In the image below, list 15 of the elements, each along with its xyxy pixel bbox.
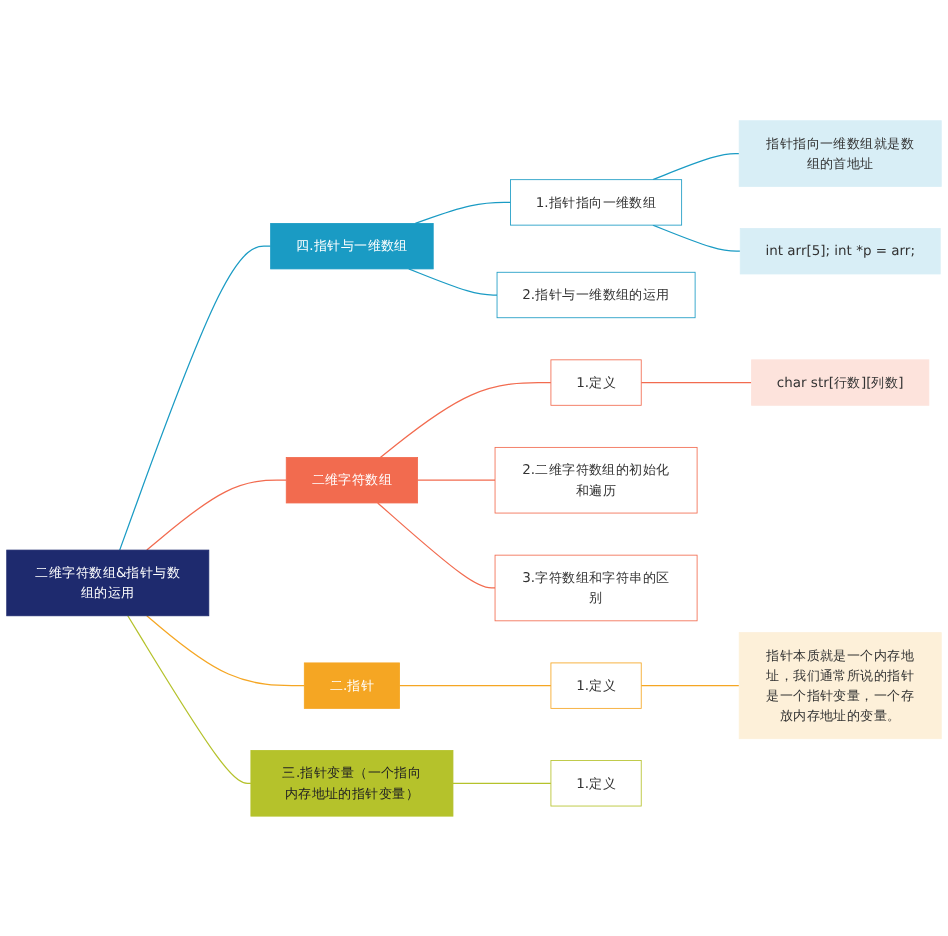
connector <box>146 479 287 551</box>
connector <box>640 684 740 686</box>
connector <box>377 501 496 589</box>
connector <box>146 614 305 686</box>
connector <box>127 614 252 784</box>
connector <box>640 381 753 383</box>
connector <box>652 224 741 252</box>
connector <box>416 479 496 481</box>
connector <box>119 245 272 551</box>
connector <box>379 381 552 458</box>
connector <box>408 267 498 296</box>
connector <box>652 152 740 180</box>
connector <box>398 684 552 686</box>
connector <box>414 201 512 224</box>
connector <box>452 782 552 784</box>
